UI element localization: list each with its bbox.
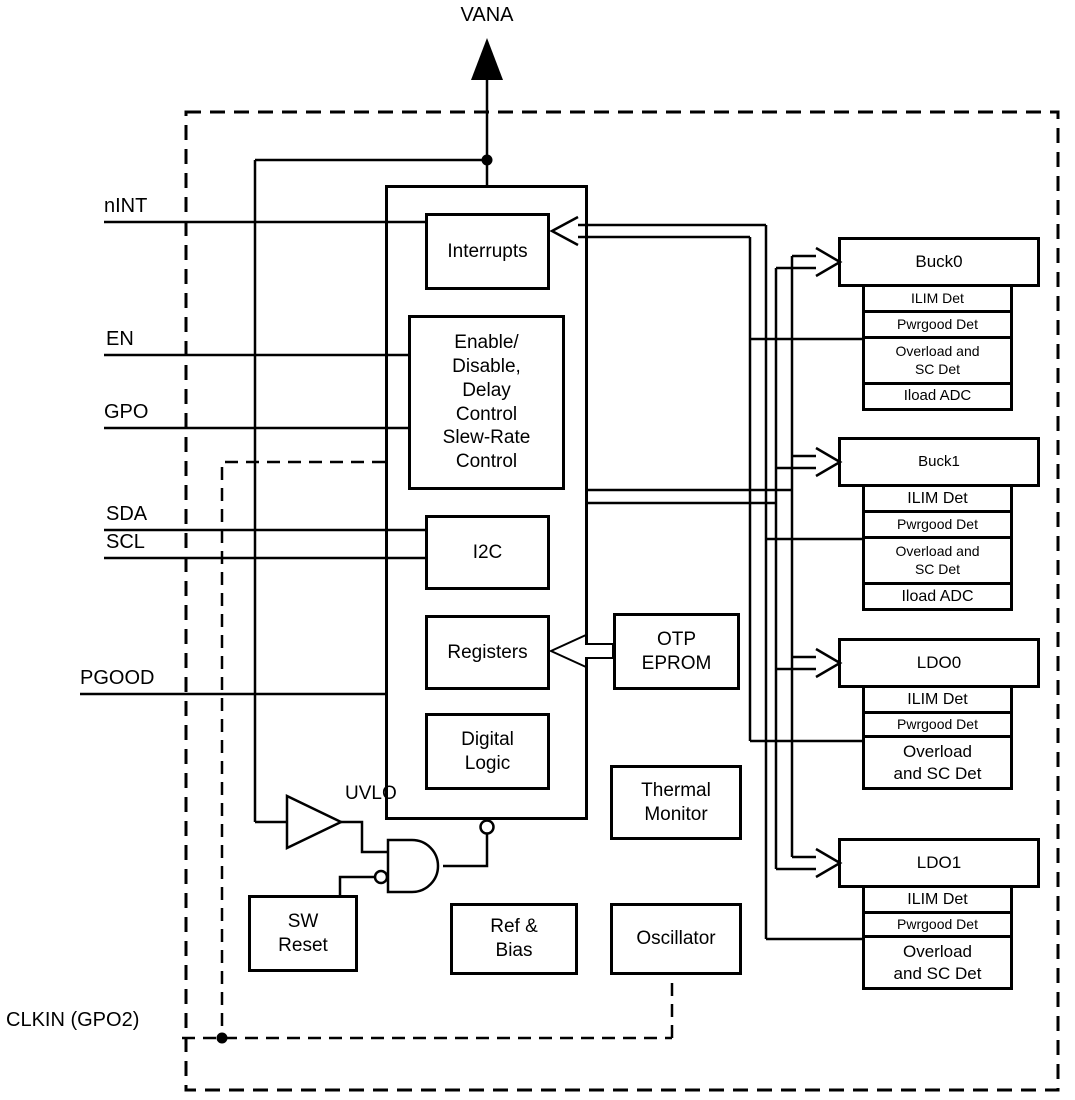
oscillator-block: Oscillator <box>610 903 742 975</box>
uvlo-label: UVLO <box>345 783 397 804</box>
buck0-block: Buck0 <box>838 237 1040 287</box>
buck0-bus-arrowhead <box>815 246 843 278</box>
ldo0-block: LDO0 <box>838 638 1040 688</box>
ref-bias-block: Ref & Bias <box>450 903 578 975</box>
buck1-bus-arrowhead <box>815 446 843 478</box>
vana-arrowhead <box>471 38 503 80</box>
uvlo-comparator-symbol <box>285 794 344 850</box>
ldo0-row-ilim: ILIM Det <box>862 685 1013 714</box>
buck1-row-pwrgood: Pwrgood Det <box>862 510 1013 539</box>
pin-label-sda: SDA <box>106 503 148 525</box>
buck1-row-ilim: ILIM Det <box>862 484 1013 513</box>
ldo0-row-overload: Overload and SC Det <box>862 735 1013 790</box>
pin-label-scl: SCL <box>106 531 145 553</box>
buck0-row-iload: Iload ADC <box>862 382 1013 411</box>
thermal-monitor-block: Thermal Monitor <box>610 765 742 840</box>
ldo1-bus-arrowhead <box>815 847 843 879</box>
buck1-row-overload: Overload and SC Det <box>862 536 1013 585</box>
ldo1-row-ilim: ILIM Det <box>862 885 1013 914</box>
pin-label-gpo: GPO <box>104 401 149 423</box>
ldo0-bus-arrowhead <box>815 647 843 679</box>
buck1-row-iload: Iload ADC <box>862 582 1013 611</box>
interrupts-block: Interrupts <box>425 213 550 290</box>
buck1-block: Buck1 <box>838 437 1040 487</box>
buck0-row-ilim: ILIM Det <box>862 284 1013 313</box>
inverter-bubble <box>479 819 495 835</box>
digital-logic-block: Digital Logic <box>425 713 550 790</box>
junction-dot <box>216 1032 228 1044</box>
ldo0-row-pwrgood: Pwrgood Det <box>862 711 1013 738</box>
junction-dot <box>481 154 493 166</box>
and-gate-symbol <box>386 838 440 894</box>
otp-eprom-block: OTP EPROM <box>613 613 740 690</box>
buck0-row-overload: Overload and SC Det <box>862 336 1013 385</box>
inverter-bubble <box>373 869 389 885</box>
enable-control-block: Enable/ Disable, Delay Control Slew-Rate… <box>408 315 565 490</box>
ldo1-row-overload: Overload and SC Det <box>862 935 1013 990</box>
sw-reset-block: SW Reset <box>248 895 358 972</box>
pin-label-clkin: CLKIN (GPO2) <box>6 1009 140 1031</box>
registers-block: Registers <box>425 615 550 690</box>
pin-label-en: EN <box>106 328 134 350</box>
pin-label-vana: VANA <box>460 4 514 26</box>
pin-label-pgood: PGOOD <box>80 667 155 689</box>
buck0-row-pwrgood: Pwrgood Det <box>862 310 1013 339</box>
ldo1-block: LDO1 <box>838 838 1040 888</box>
i2c-block: I2C <box>425 515 550 590</box>
pin-label-nint: nINT <box>104 195 148 217</box>
ldo1-row-pwrgood: Pwrgood Det <box>862 911 1013 938</box>
